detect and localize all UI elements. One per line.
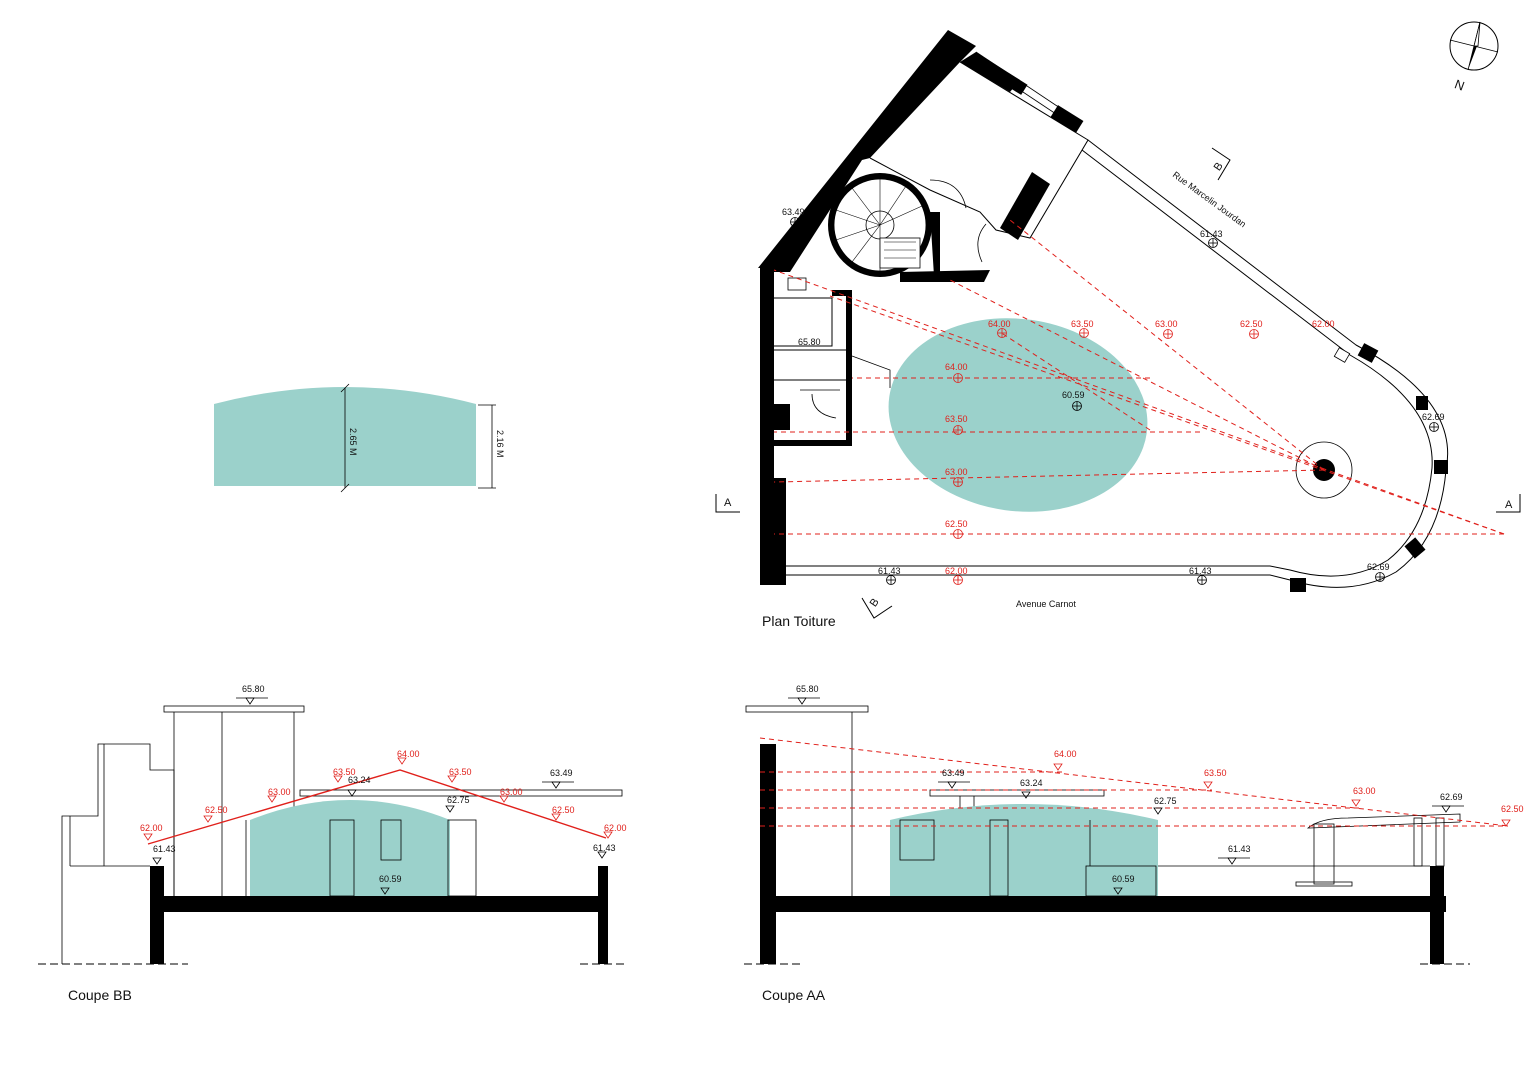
bb-level-1: 65.80 <box>242 684 265 694</box>
aa-slab <box>776 896 1446 912</box>
north-arrow-icon: N <box>1449 21 1499 94</box>
dim-label-outer: 2.65 M <box>348 428 358 456</box>
aa-vault-fill <box>890 804 1158 896</box>
aa-level-4: 62.75 <box>1154 796 1177 806</box>
levels-plan: 63.49 65.80 61.43 60.59 62.69 61.43 61.4… <box>782 207 1445 585</box>
aa-level-2: 63.49 <box>942 768 965 778</box>
bb-red-level-7: 63.00 <box>500 787 523 797</box>
dim-label-inner: 2.16 M <box>495 430 505 458</box>
bb-red-level-4: 63.50 <box>333 767 356 777</box>
bb-red-level-8: 62.50 <box>552 805 575 815</box>
plan-title: Plan Toiture <box>762 613 836 629</box>
plan-wall-west <box>758 30 976 585</box>
plan-level-3: 61.43 <box>1200 229 1223 239</box>
plan-level-1: 63.49 <box>782 207 805 217</box>
street-south: Avenue Carnot <box>1016 599 1076 609</box>
bb-slab <box>150 896 608 912</box>
bb-red-level-9: 62.00 <box>604 823 627 833</box>
bb-level-6: 61.43 <box>593 843 616 853</box>
slope-lines-plan <box>773 219 1505 580</box>
bb-level-7: 60.59 <box>379 874 402 884</box>
bb-roof-slope <box>147 769 607 845</box>
plan-red-level-10: 62.00 <box>945 566 968 576</box>
plan-red-level-7: 63.50 <box>945 414 968 424</box>
aa-red-level-3: 63.00 <box>1353 786 1376 796</box>
vault-detail: 2.65 M 2.16 M <box>214 383 505 493</box>
aa-level-7: 62.69 <box>1440 792 1463 802</box>
roof-opening <box>1295 441 1353 499</box>
aa-slope-lines <box>759 737 1509 827</box>
bb-red-level-5: 64.00 <box>397 749 420 759</box>
section-mark-a-east: A <box>1496 494 1521 513</box>
bb-red-level-2: 62.50 <box>205 805 228 815</box>
plan-outline-outer <box>774 139 1449 588</box>
section-mark-b-south: B <box>861 596 893 619</box>
plan-red-level-4: 62.50 <box>1240 319 1263 329</box>
street-north: Rue Marcelin Jourdan <box>1171 170 1248 230</box>
plan-red-level-2: 63.50 <box>1071 319 1094 329</box>
bb-red-level-1: 62.00 <box>140 823 163 833</box>
section-mark-b-north: B <box>1212 147 1231 181</box>
section-bb-title: Coupe BB <box>68 987 132 1003</box>
plan-highlight-zone <box>888 318 1148 512</box>
svg-text:A: A <box>1505 499 1513 511</box>
bb-level-5: 61.43 <box>153 844 176 854</box>
aa-level-5: 61.43 <box>1228 844 1251 854</box>
plan-level-8: 62.69 <box>1367 562 1390 572</box>
bb-level-2: 63.24 <box>348 775 371 785</box>
plan-red-level-5: 62.00 <box>1312 319 1335 329</box>
bb-level-4: 63.49 <box>550 768 573 778</box>
aa-red-level-1: 64.00 <box>1054 749 1077 759</box>
aa-level-6: 60.59 <box>1112 874 1135 884</box>
section-aa: 64.00 63.50 63.00 62.50 65.80 63.49 63.2… <box>744 684 1524 1003</box>
roof-plan: 64.00 63.50 63.00 62.50 62.00 64.00 63.5… <box>715 30 1521 629</box>
bb-vault-fill <box>250 800 450 896</box>
plan-red-level-6: 64.00 <box>945 362 968 372</box>
section-bb: 62.00 62.50 63.00 63.50 64.00 63.50 63.0… <box>38 684 628 1003</box>
bb-level-3: 62.75 <box>447 795 470 805</box>
plan-level-6: 61.43 <box>878 566 901 576</box>
svg-text:A: A <box>724 497 732 509</box>
plan-level-5: 62.69 <box>1422 412 1445 422</box>
plan-outline-inner <box>782 149 1433 577</box>
slope-levels-plan: 64.00 63.50 63.00 62.50 62.00 64.00 63.5… <box>945 319 1335 585</box>
bb-red-level-6: 63.50 <box>449 767 472 777</box>
plan-level-7: 61.43 <box>1189 566 1212 576</box>
aa-red-level-2: 63.50 <box>1204 768 1227 778</box>
plan-red-level-8: 63.00 <box>945 467 968 477</box>
plan-level-4: 60.59 <box>1062 390 1085 400</box>
aa-west-wall <box>760 744 776 964</box>
aa-level-3: 63.24 <box>1020 778 1043 788</box>
svg-text:B: B <box>868 596 882 609</box>
aa-red-level-4: 62.50 <box>1501 804 1524 814</box>
section-mark-a-west: A <box>715 494 740 513</box>
bb-red-level-3: 63.00 <box>268 787 291 797</box>
plan-red-level-9: 62.50 <box>945 519 968 529</box>
plan-red-level-3: 63.00 <box>1155 319 1178 329</box>
plan-level-2: 65.80 <box>798 337 821 347</box>
plan-red-level-1: 64.00 <box>988 319 1011 329</box>
aa-level-1: 65.80 <box>796 684 819 694</box>
section-aa-title: Coupe AA <box>762 987 826 1003</box>
north-label: N <box>1453 76 1467 93</box>
